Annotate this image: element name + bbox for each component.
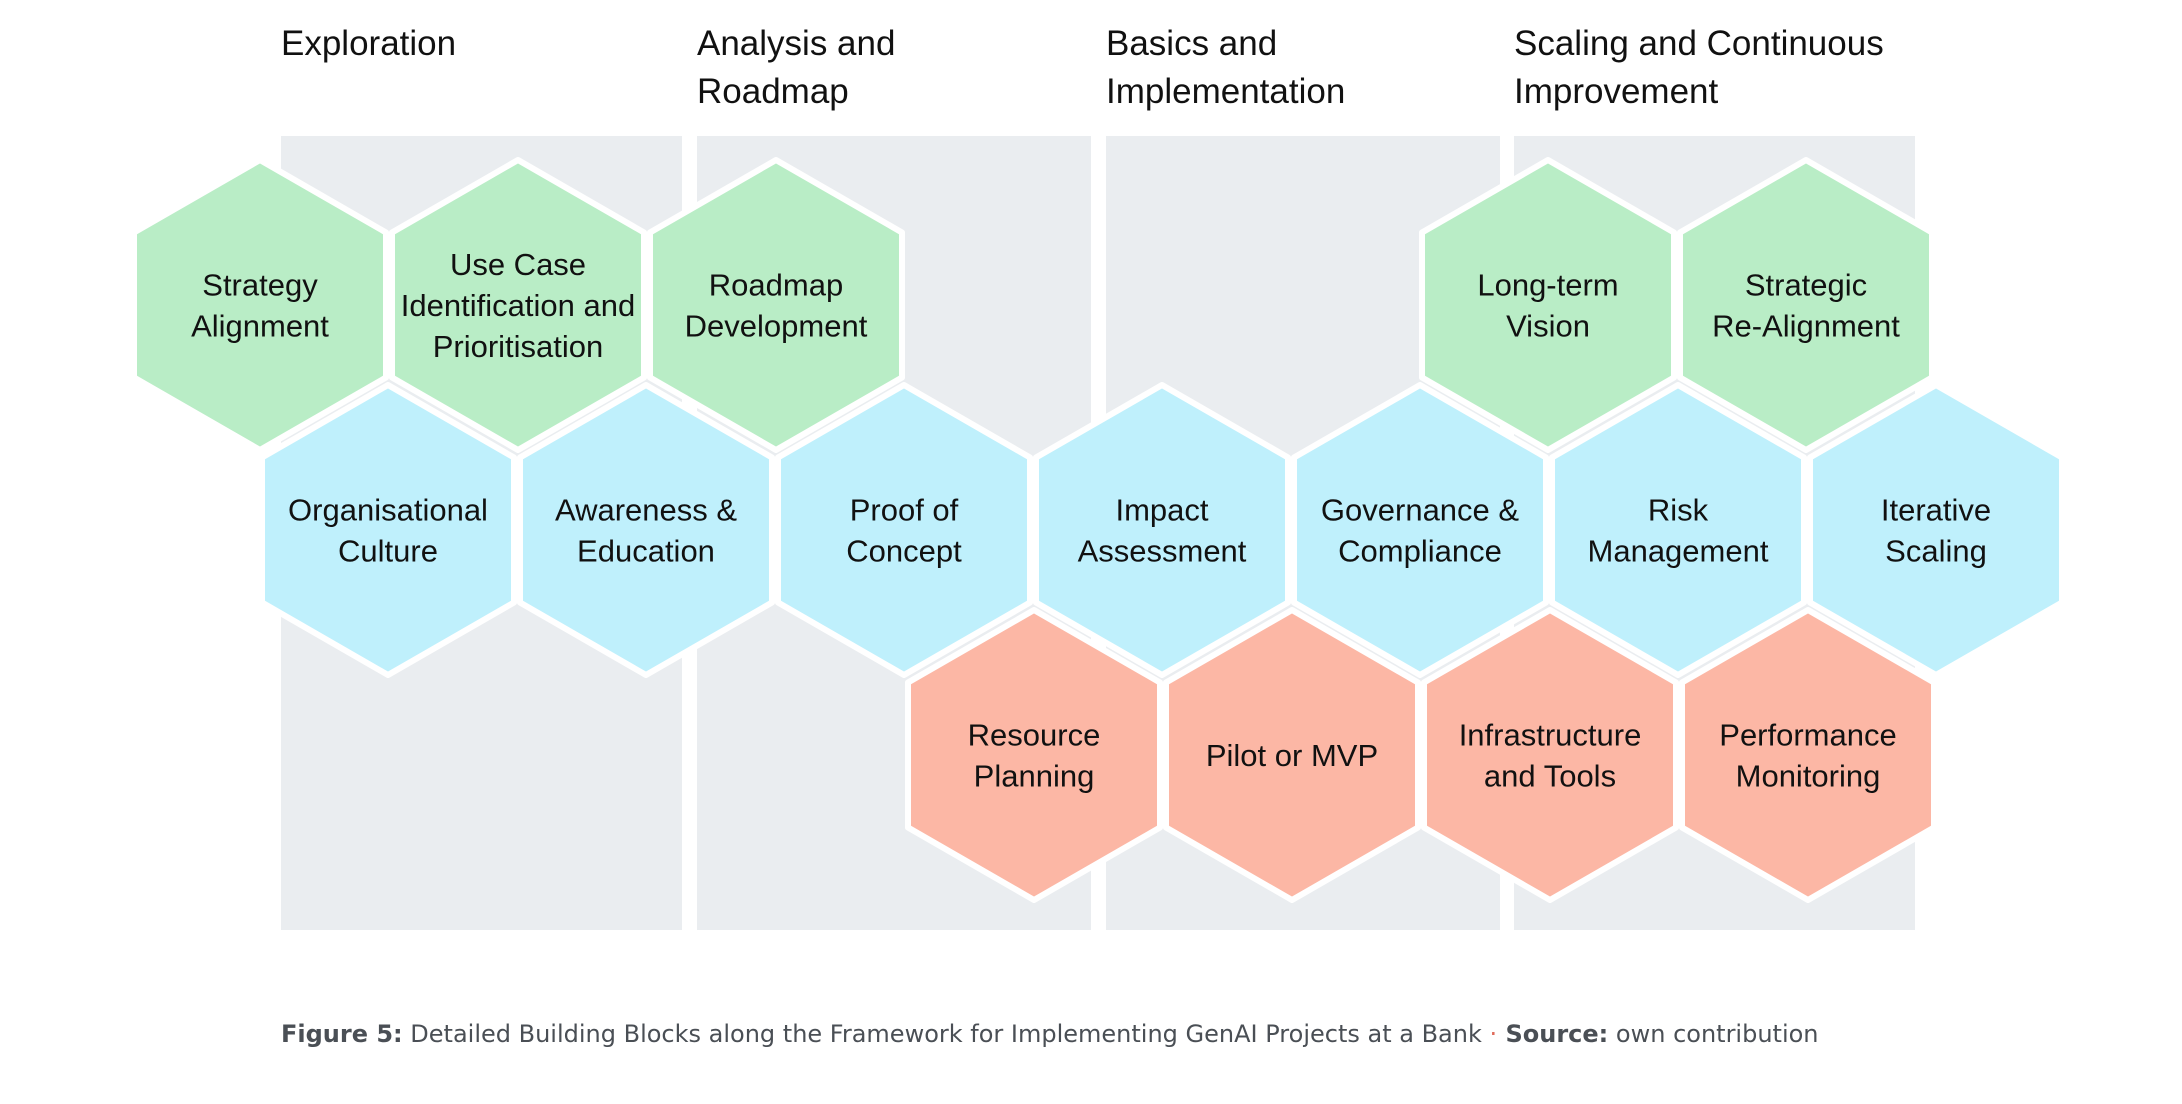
hexagon-shape: [1677, 157, 1935, 453]
phase-title-scaling-improvement: Scaling and Continuous Improvement: [1514, 24, 1884, 111]
caption-source-text: own contribution: [1608, 1020, 1819, 1048]
hexagon-shape: [905, 607, 1163, 903]
block-label-line: Assessment: [1078, 534, 1247, 569]
block-label-line: Scaling: [1885, 534, 1987, 569]
block-infrastructure-and-tools: Infrastructure and Tools: [1421, 607, 1679, 903]
hexagon-shape: [1291, 382, 1549, 678]
block-label-line: Identification and: [401, 288, 635, 323]
caption-separator: ·: [1489, 1020, 1498, 1048]
hexagon-shape: [1421, 607, 1679, 903]
block-pilot-or-mvp: Pilot or MVP: [1163, 607, 1421, 903]
hexagon-shape: [775, 382, 1033, 678]
block-label-line: and Tools: [1484, 759, 1616, 794]
block-label-line: Planning: [974, 759, 1095, 794]
caption-text: Detailed Building Blocks along the Frame…: [402, 1020, 1490, 1048]
hexagon-shape: [647, 157, 905, 453]
block-label-line: Compliance: [1338, 534, 1502, 569]
phase-title-exploration: Exploration: [281, 24, 457, 63]
block-label-line: Education: [577, 534, 715, 569]
block-label-line: Strategy: [202, 268, 318, 303]
block-label-line: Concept: [846, 534, 962, 569]
block-label-line: Impact: [1115, 493, 1208, 528]
block-label-line: Prioritisation: [433, 329, 604, 364]
hexagon-shape: [1419, 157, 1677, 453]
hexagon-shape: [1807, 382, 2065, 678]
hexagon-shape: [1163, 607, 1421, 903]
block-label: Proof of Concept: [846, 493, 962, 569]
phase-title-basics-implementation: Basics and Implementation: [1106, 24, 1346, 111]
block-label-line: Roadmap: [709, 268, 843, 303]
block-label-line: Use Case: [450, 247, 586, 282]
block-proof-of-concept: Proof of Concept: [775, 382, 1033, 678]
block-label: Infrastructure and Tools: [1459, 718, 1642, 794]
block-label-line: Culture: [338, 534, 438, 569]
block-label-line: Pilot or MVP: [1206, 738, 1378, 773]
block-label-line: Strategic: [1745, 268, 1867, 303]
block-label-line: Organisational: [288, 493, 488, 528]
block-label-line: Vision: [1506, 309, 1590, 344]
caption-source-label: Source:: [1497, 1020, 1609, 1048]
block-label-line: Infrastructure: [1459, 718, 1642, 753]
block-governance-compliance: Governance & Compliance: [1291, 382, 1549, 678]
block-label-line: Proof of: [850, 493, 959, 528]
block-label: Awareness & Education: [555, 493, 737, 569]
block-label-line: Resource: [968, 718, 1101, 753]
block-label: Pilot or MVP: [1206, 738, 1378, 773]
hexagon-shape: [131, 157, 389, 453]
block-label-line: Iterative: [1881, 493, 1991, 528]
hexagon-shape: [517, 382, 775, 678]
hexagon-shape: [1679, 607, 1937, 903]
block-label-line: Performance: [1719, 718, 1896, 753]
phase-title-analysis-roadmap: Analysis and Roadmap: [697, 24, 896, 111]
block-label-line: Alignment: [191, 309, 329, 344]
block-label-line: Development: [685, 309, 868, 344]
caption-label: Figure 5:: [281, 1020, 403, 1048]
block-label-line: Management: [1588, 534, 1769, 569]
block-label-line: Monitoring: [1736, 759, 1881, 794]
block-label-line: Awareness &: [555, 493, 737, 528]
block-awareness-education: Awareness & Education: [517, 382, 775, 678]
block-label-line: Governance &: [1321, 493, 1519, 528]
hexagon-shape: [1549, 382, 1807, 678]
block-label: Governance & Compliance: [1321, 493, 1519, 569]
figure-caption: Figure 5: Detailed Building Blocks along…: [281, 1020, 1819, 1048]
block-label-line: Risk: [1648, 493, 1709, 528]
hexagon-shape: [1033, 382, 1291, 678]
hexagon-shape: [259, 382, 517, 678]
hexagon-shape: [389, 157, 647, 453]
block-label-line: Long-term: [1477, 268, 1618, 303]
block-label-line: Re-Alignment: [1712, 309, 1900, 344]
